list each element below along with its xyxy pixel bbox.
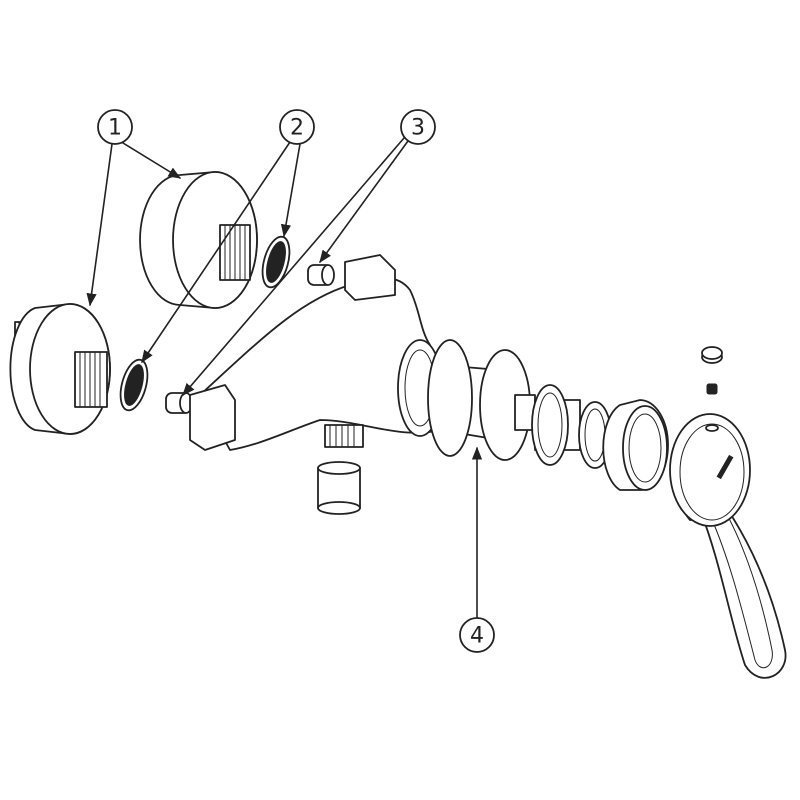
- mixer-body: [189, 254, 443, 451]
- callout-1: 1: [97, 109, 133, 145]
- callout-4-label: 4: [470, 624, 484, 649]
- callout-4: 4: [459, 617, 495, 653]
- seal-upper: [261, 235, 291, 289]
- callout-2-label: 2: [290, 116, 304, 141]
- lever-handle: [669, 413, 787, 679]
- callout-1-label: 1: [108, 116, 122, 141]
- eccentric-connector-upper: [139, 171, 258, 309]
- seal-lower: [119, 358, 149, 412]
- grub-screw: [706, 383, 718, 395]
- leader-lines: [86, 137, 483, 619]
- retaining-nut: [602, 399, 669, 491]
- filter-upper: [307, 264, 335, 286]
- eccentric-connector-lower: [9, 303, 111, 435]
- handle-cap: [701, 346, 723, 364]
- thermostatic-cartridge: [427, 339, 612, 469]
- outlet-sleeve: [317, 461, 361, 515]
- filter-lower: [165, 392, 193, 414]
- callout-2: 2: [279, 109, 315, 145]
- callout-3: 3: [400, 109, 436, 145]
- callout-3-label: 3: [411, 116, 425, 141]
